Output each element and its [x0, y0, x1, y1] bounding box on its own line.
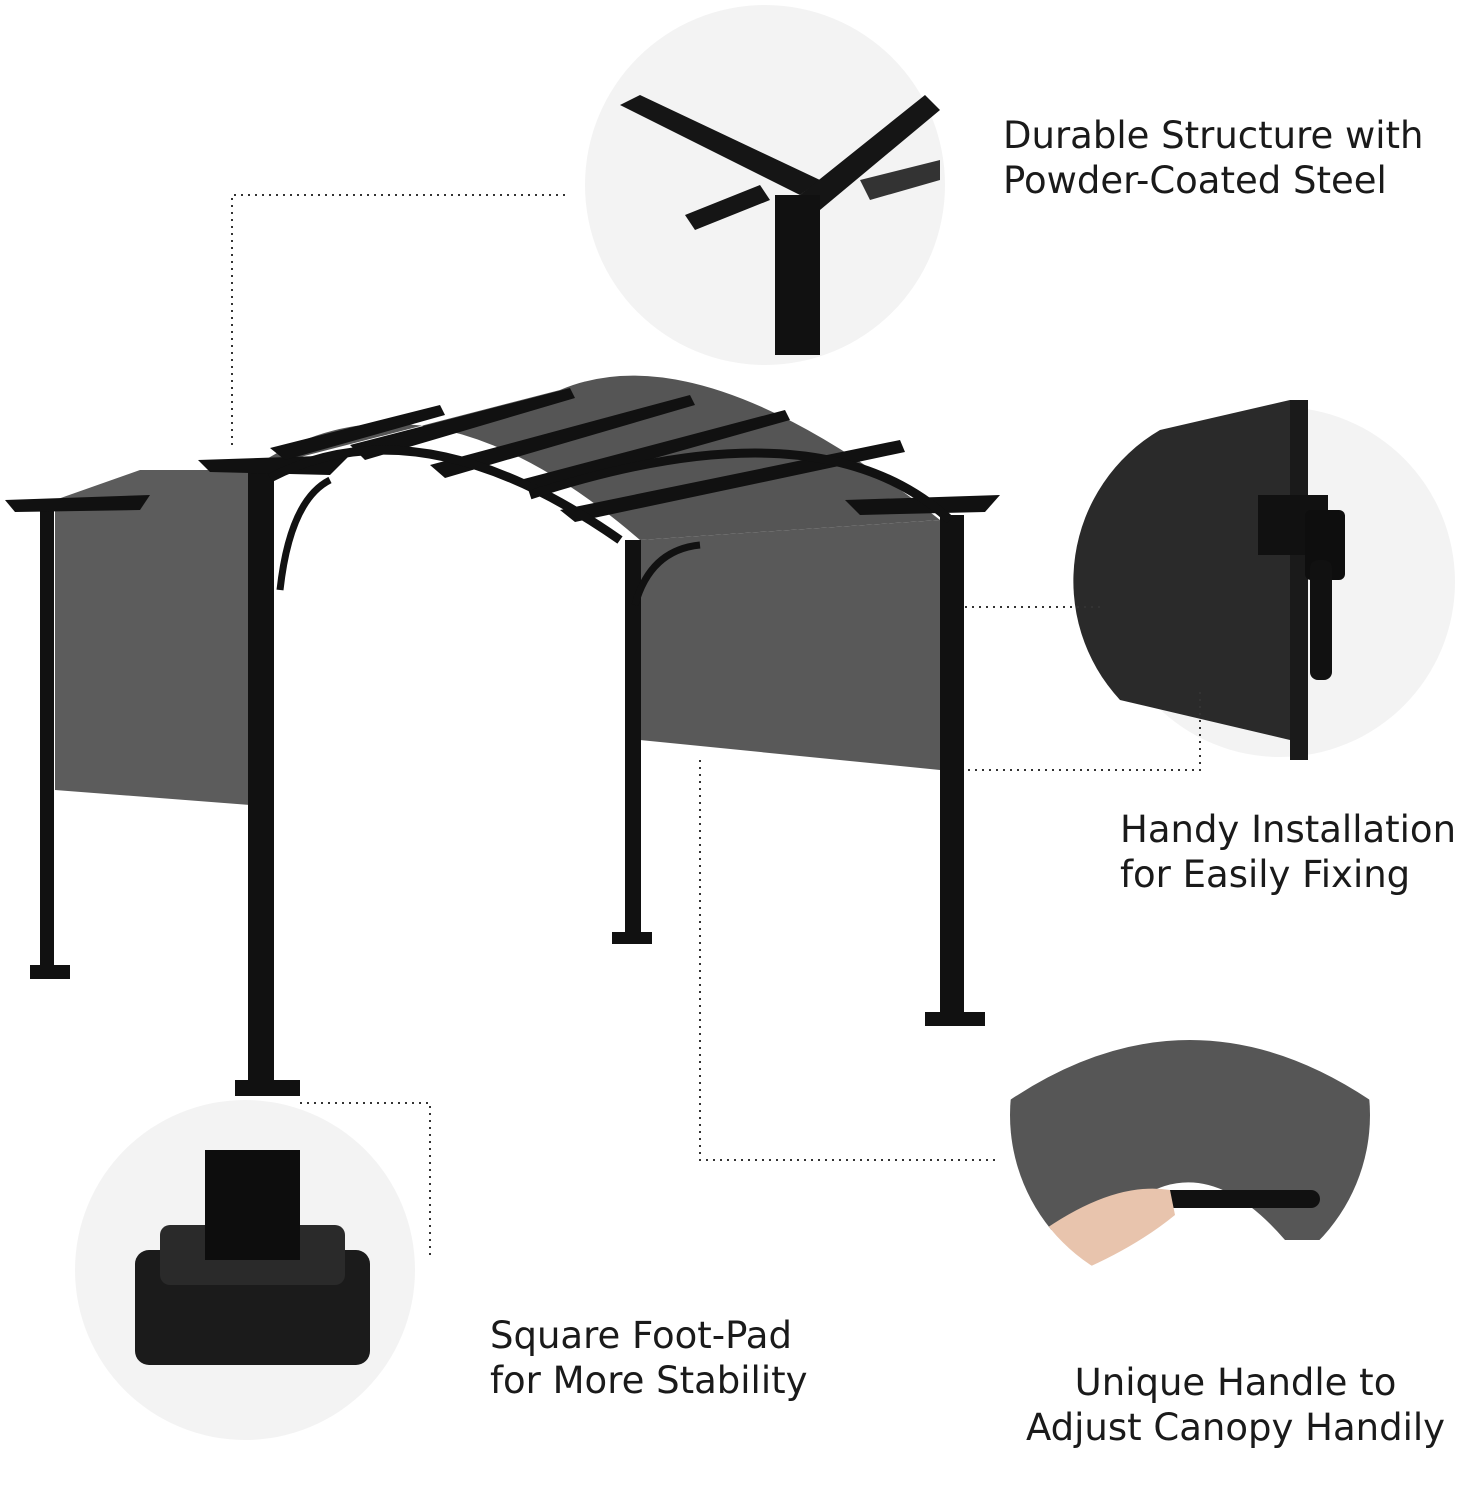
caption-line: for Easily Fixing — [1120, 853, 1411, 896]
detail-circle-footpad — [75, 1100, 415, 1440]
pergola — [5, 375, 1000, 1096]
caption-line: for More Stability — [490, 1359, 808, 1402]
detail-circle-installation — [1073, 400, 1455, 760]
detail-circle-structure — [585, 5, 945, 365]
leader-lines — [231, 194, 1201, 1255]
caption-durable-structure: Durable Structure with Powder-Coated Ste… — [1003, 113, 1424, 203]
caption-line: Handy Installation — [1120, 808, 1457, 851]
caption-handy-installation: Handy Installation for Easily Fixing — [1120, 807, 1456, 897]
caption-line: Square Foot-Pad — [490, 1314, 792, 1357]
caption-square-foot-pad: Square Foot-Pad for More Stability — [490, 1313, 808, 1403]
caption-line: Durable Structure with — [1003, 114, 1424, 157]
caption-line: Unique Handle to — [1074, 1361, 1397, 1404]
caption-unique-handle: Unique Handle to Adjust Canopy Handily — [1003, 1360, 1468, 1450]
caption-line: Adjust Canopy Handily — [1025, 1406, 1446, 1449]
caption-line: Powder-Coated Steel — [1003, 159, 1387, 202]
detail-circle-handle — [1010, 935, 1370, 1295]
